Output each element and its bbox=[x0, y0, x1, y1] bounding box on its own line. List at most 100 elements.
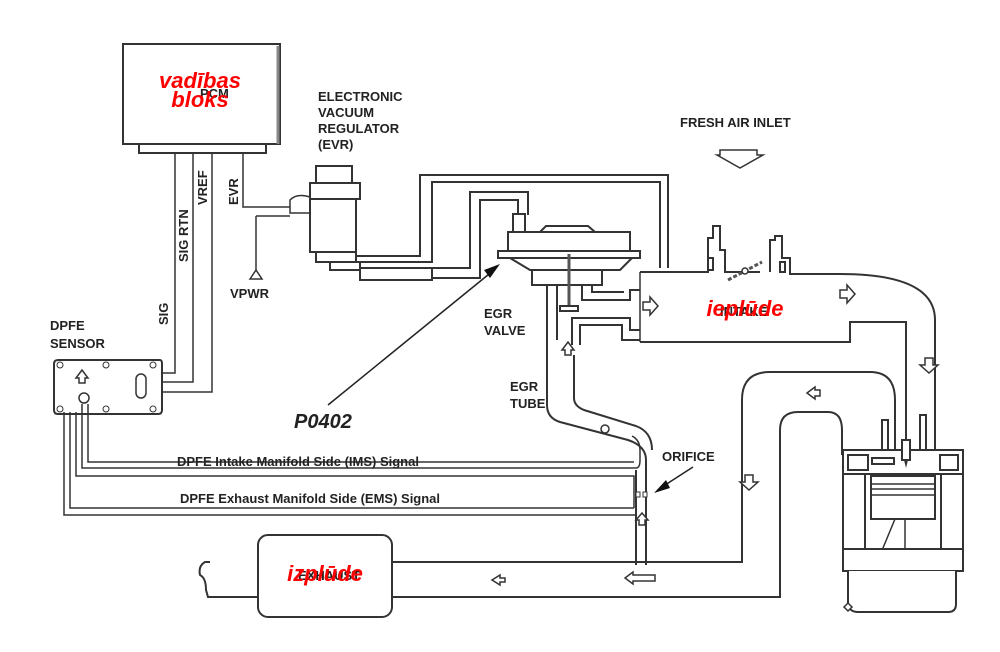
intake-flow-arrow-3-icon bbox=[918, 357, 940, 375]
egr-valve-outlet-1 bbox=[571, 317, 640, 345]
cylinder-wall-right bbox=[940, 473, 964, 550]
evr-label-line1: ELECTRONIC bbox=[318, 89, 403, 104]
wire-vref bbox=[150, 153, 213, 393]
evr-label-line4: (EVR) bbox=[318, 137, 353, 152]
exhaust-flow-arrow-4-icon bbox=[738, 474, 760, 492]
intake-original-label: INTAKE bbox=[720, 304, 768, 319]
sig-rtn-label: SIG RTN bbox=[176, 209, 191, 262]
exhaust-flow-arrow-3-icon bbox=[805, 385, 821, 401]
ems-hose-bottom bbox=[63, 412, 636, 516]
vpwr-terminal-icon bbox=[248, 268, 264, 280]
egr-tube-outer bbox=[546, 345, 647, 565]
pcm-overlay-line1: vadības bbox=[159, 68, 241, 93]
dpfe-bolt bbox=[56, 405, 64, 413]
hose-inner-1 bbox=[360, 191, 529, 269]
ems-signal-label: DPFE Exhaust Manifold Side (EMS) Signal bbox=[180, 491, 440, 506]
egr-tube bbox=[546, 345, 653, 565]
exhaust-pipe-bottom bbox=[392, 411, 843, 598]
crankcase bbox=[842, 548, 964, 572]
pcm-overlay-line2: bloks bbox=[171, 87, 228, 112]
hose-stub bbox=[359, 267, 433, 281]
evr-port bbox=[329, 261, 361, 271]
drain-plug bbox=[842, 601, 854, 613]
exhaust-valve-stem bbox=[919, 414, 927, 451]
intake-flow-arrow-2-icon bbox=[839, 283, 857, 305]
egr-valve-lower-housing bbox=[506, 257, 635, 271]
wire-sig-rtn bbox=[150, 153, 194, 383]
evr-connector bbox=[289, 194, 311, 214]
orifice-label: ORIFICE bbox=[662, 449, 715, 464]
intake-top-wall-left bbox=[640, 225, 760, 273]
cylinder-head-port-right bbox=[939, 454, 959, 471]
intake-overlay-label: ieplūde bbox=[706, 296, 783, 321]
vpwr-label: VPWR bbox=[230, 286, 270, 301]
dpfe-bolt bbox=[56, 361, 64, 369]
throttle-shaft bbox=[741, 267, 749, 275]
egr-valve-base bbox=[531, 269, 603, 286]
exhaust-pipe-tail bbox=[198, 561, 258, 598]
dpfe-port bbox=[78, 392, 90, 404]
sig-label: SIG bbox=[156, 303, 171, 325]
intake-flow-arrow-1-icon bbox=[642, 295, 660, 317]
intake-valve-stem bbox=[881, 419, 889, 451]
p0402-arrowhead-icon bbox=[484, 264, 500, 278]
egr-valve-outlet-2 bbox=[579, 324, 640, 345]
ims-hose-inner bbox=[87, 404, 634, 463]
egr-valve-passage-r2 bbox=[591, 285, 624, 293]
egr-valve-diaphragm-housing bbox=[507, 231, 631, 253]
evr-wire-label: EVR bbox=[226, 178, 241, 205]
orifice-arrowhead-icon bbox=[654, 480, 670, 493]
intake-sensor-right bbox=[779, 261, 786, 273]
hose-outer-1 bbox=[356, 174, 669, 268]
pcm-connector bbox=[138, 143, 267, 154]
dpfe-flow-arrow-icon bbox=[74, 368, 90, 384]
exhaust-overlay-label: izplūde bbox=[287, 561, 363, 586]
pcm-original-label: PCM bbox=[200, 86, 229, 101]
dpfe-bolt bbox=[149, 361, 157, 369]
egr-tube-inner bbox=[573, 355, 653, 451]
exhaust-pipe-top bbox=[392, 371, 896, 563]
exhaust-system: EXHAUST izplūde bbox=[198, 371, 896, 618]
ems-hose-outer bbox=[69, 412, 634, 509]
vref-label: VREF bbox=[195, 170, 210, 205]
ems-hose-inner bbox=[75, 412, 635, 508]
dpfe-bolt bbox=[102, 361, 110, 369]
evr-label-line2: VACUUM bbox=[318, 105, 374, 120]
vacuum-hoses bbox=[356, 174, 669, 281]
egr-valve-nipple bbox=[512, 213, 526, 233]
egr-valve-passage-r1 bbox=[581, 285, 640, 301]
egr-valve-label-line2: VALVE bbox=[484, 323, 526, 338]
orifice-element bbox=[642, 491, 648, 498]
dpfe-bolt bbox=[149, 405, 157, 413]
evr-collar bbox=[309, 182, 361, 200]
hose-inner-2 bbox=[360, 199, 519, 279]
evr-base bbox=[315, 251, 357, 263]
intake-valve-head bbox=[871, 457, 895, 465]
exhaust-flow-arrow-2-icon bbox=[623, 570, 656, 586]
fresh-air-inlet-label: FRESH AIR INLET bbox=[680, 115, 791, 130]
ims-hose-outer bbox=[81, 404, 641, 469]
hose-outer-2 bbox=[356, 181, 661, 268]
dtc-code-label: P0402 bbox=[294, 411, 352, 433]
egr-valve-label-line1: EGR bbox=[484, 306, 513, 321]
pcm-box bbox=[122, 43, 281, 145]
ims-signal-label: DPFE Intake Manifold Side (IMS) Signal bbox=[177, 454, 419, 469]
p0402-arrow-line bbox=[327, 269, 495, 406]
exhaust-original-label: EXHAUST bbox=[298, 568, 360, 583]
intake-bottom-wall bbox=[640, 321, 907, 460]
p0402-pointer bbox=[327, 264, 500, 406]
evr-component: ELECTRONIC VACUUM REGULATOR (EVR) bbox=[289, 89, 403, 271]
dpfe-label-line1: DPFE bbox=[50, 318, 85, 333]
evr-body bbox=[309, 198, 357, 253]
egr-tube-up-arrow-icon bbox=[634, 511, 650, 526]
exhaust-flow-arrow-1-icon bbox=[490, 573, 506, 587]
egr-valve bbox=[497, 213, 641, 356]
signal-hoses bbox=[63, 404, 641, 516]
egr-valve-pintle bbox=[559, 305, 579, 312]
pcm-wires bbox=[150, 153, 290, 393]
intake-sensor-left bbox=[707, 257, 714, 271]
evr-label-line3: REGULATOR bbox=[318, 121, 400, 136]
evr-cap bbox=[315, 165, 353, 184]
intake-manifold: INTAKE ieplūde bbox=[639, 225, 940, 460]
muffler-box bbox=[257, 534, 393, 618]
